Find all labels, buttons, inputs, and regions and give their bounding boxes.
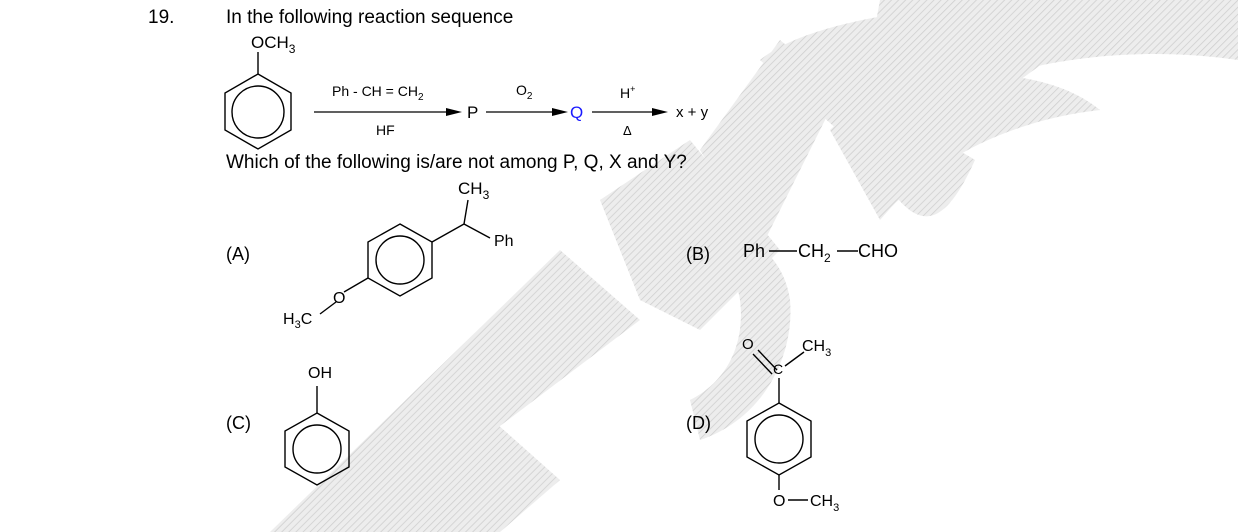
option-d-structure [746, 349, 812, 501]
question-stem: In the following reaction sequence [226, 7, 514, 28]
reagent1-top: Ph - CH = CH2 [332, 83, 424, 103]
option-c-label: (C) [226, 413, 251, 433]
reaction-arrow-2 [486, 108, 568, 116]
watermark-shapes [270, 0, 1238, 532]
option-b-ch2: CH2 [798, 241, 831, 265]
option-a-structure [319, 199, 491, 315]
reagent2-top: O2 [516, 82, 533, 102]
reagent3-bottom: Δ [623, 123, 632, 138]
option-c-structure [284, 386, 350, 486]
option-d-carbonyl-oxygen: O [742, 336, 754, 353]
reagent1-bottom: HF [376, 122, 395, 138]
option-a-h3c: H3C [283, 311, 312, 331]
question-number: 19. [148, 7, 175, 28]
option-d-och3: CH3 [810, 493, 839, 514]
option-b-label: (B) [686, 244, 710, 264]
option-b-ph: Ph [743, 241, 765, 261]
anisole-substituent: OCH3 [251, 33, 296, 56]
reaction-arrow-1 [314, 108, 462, 116]
product-q: Q [570, 103, 583, 122]
option-c-oh: OH [308, 365, 332, 382]
reagent3-top: H+ [620, 84, 635, 101]
option-d-label: (D) [686, 413, 711, 433]
question-prompt: Which of the following is/are not among … [226, 152, 687, 173]
anisole-structure [224, 52, 292, 150]
option-b-structure: Ph CH2 CHO [743, 241, 898, 265]
option-d-ch3: CH3 [802, 338, 831, 359]
option-d-ether-oxygen: O [773, 493, 785, 510]
reaction-arrow-3 [592, 108, 668, 116]
option-a-ch3: CH3 [458, 179, 490, 202]
product-xy: x + y [676, 104, 709, 121]
option-a-oxygen: O [333, 290, 345, 307]
option-a-label: (A) [226, 244, 250, 264]
option-d-carbon: C [773, 361, 783, 377]
product-p: P [467, 103, 478, 122]
option-b-cho: CHO [858, 241, 898, 261]
option-a-ph: Ph [494, 233, 514, 250]
